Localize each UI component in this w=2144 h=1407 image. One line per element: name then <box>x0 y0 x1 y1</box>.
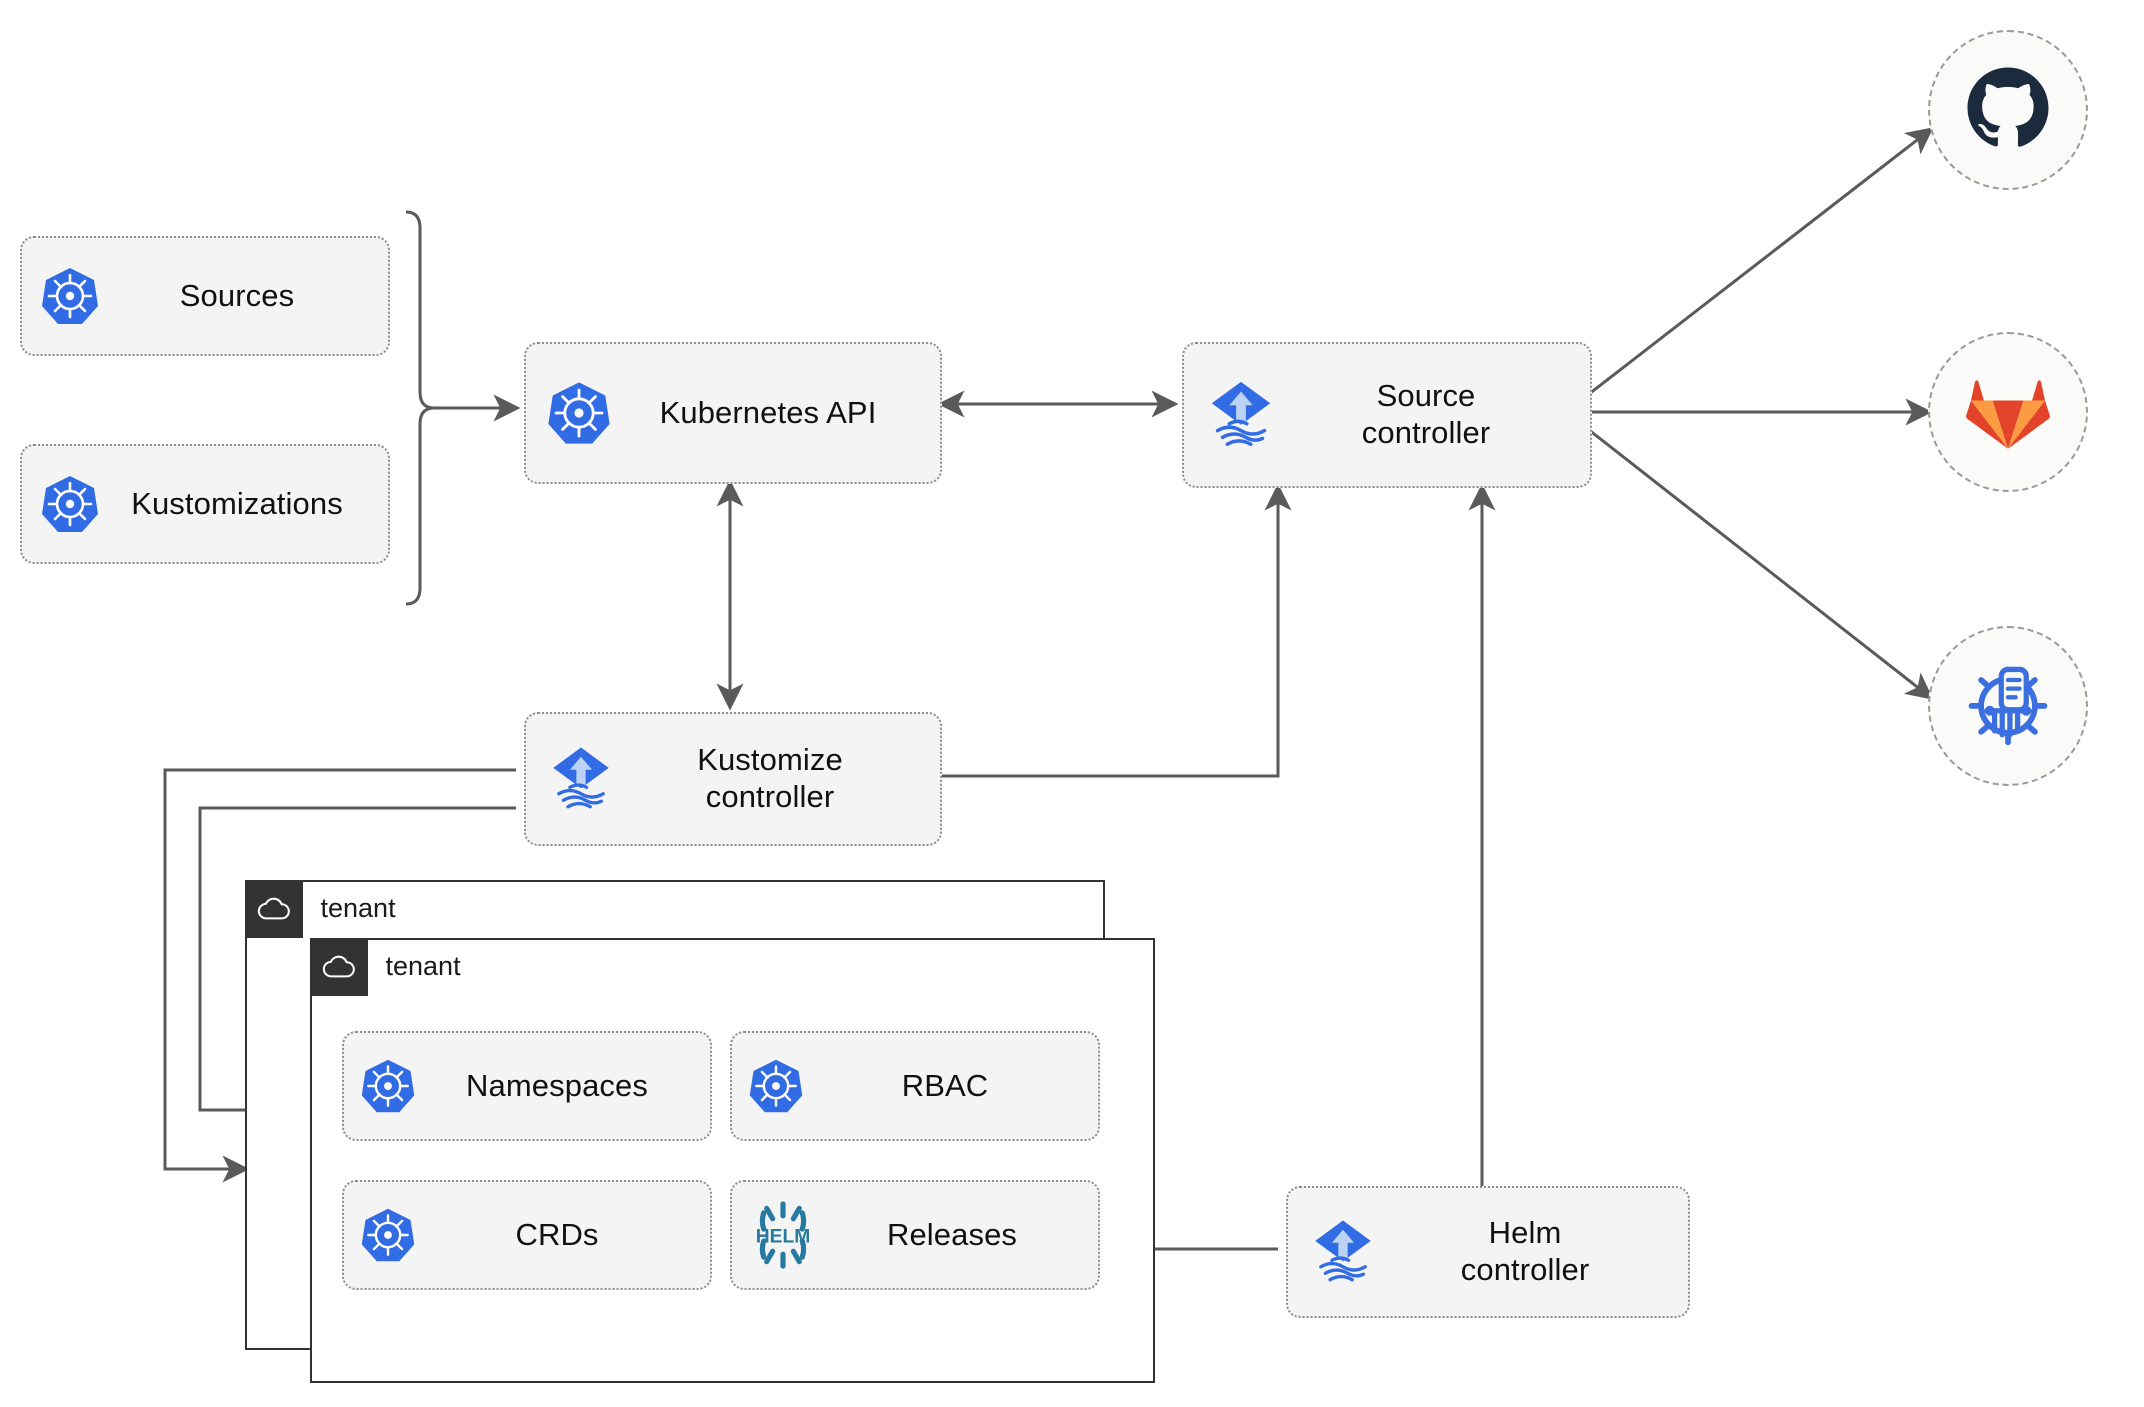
node-namespaces[interactable]: Namespaces <box>342 1031 712 1141</box>
edge-source-to-github <box>1588 127 1934 396</box>
tenant-header: tenant <box>244 879 396 938</box>
node-label: Kustomizations <box>131 485 343 521</box>
tenant-header: tenant <box>309 937 461 996</box>
flux-icon <box>1202 376 1280 454</box>
node-kustomize-controller[interactable]: Kustomize controller <box>524 712 942 846</box>
node-gitlab[interactable] <box>1928 332 2088 492</box>
node-label: Sources <box>179 277 295 313</box>
node-kubernetes-api[interactable]: Kubernetes API <box>524 342 942 484</box>
node-rbac[interactable]: RBAC <box>730 1031 1100 1141</box>
helm-wordmark: HELM <box>756 1226 811 1247</box>
node-helm-repository[interactable] <box>1928 626 2088 786</box>
node-crds[interactable]: CRDs <box>342 1180 712 1290</box>
node-releases[interactable]: HELM Releases <box>730 1180 1100 1290</box>
node-label: RBAC <box>901 1067 989 1103</box>
kubernetes-icon <box>746 1056 806 1116</box>
helm-icon: HELM <box>746 1198 820 1272</box>
node-label: Releases <box>886 1216 1018 1252</box>
helm-repository-icon <box>1960 656 2056 757</box>
node-label: Kustomize controller <box>697 742 843 814</box>
node-label: CRDs <box>515 1216 599 1252</box>
gitlab-icon <box>1965 369 2051 456</box>
tenant-label: tenant <box>320 893 396 923</box>
node-label: Kubernetes API <box>659 394 877 430</box>
node-label: Helm controller <box>1460 1215 1590 1287</box>
kubernetes-icon <box>358 1056 418 1116</box>
node-sources[interactable]: Sources <box>20 236 390 356</box>
flux-icon <box>544 742 618 816</box>
tenant-label: tenant <box>385 951 461 981</box>
node-helm-controller[interactable]: Helm controller <box>1286 1186 1690 1318</box>
kubernetes-icon <box>544 378 614 448</box>
group-brace <box>405 210 435 606</box>
node-label: Source controller <box>1361 378 1491 450</box>
node-source-controller[interactable]: Source controller <box>1182 342 1592 488</box>
cloud-icon <box>244 879 303 938</box>
edge-source-to-helm-repository <box>1588 428 1934 700</box>
flux-icon <box>1306 1215 1380 1289</box>
github-icon <box>1962 62 2054 159</box>
edge-kustomize-to-source-controller <box>942 483 1292 778</box>
kubernetes-icon <box>358 1205 418 1265</box>
node-github[interactable] <box>1928 30 2088 190</box>
cloud-icon <box>309 937 368 996</box>
tenant-front[interactable]: tenant <box>309 937 1155 1383</box>
kubernetes-icon <box>38 472 102 536</box>
node-label: Namespaces <box>466 1067 648 1103</box>
node-kustomizations[interactable]: Kustomizations <box>20 444 390 564</box>
kubernetes-icon <box>38 264 102 328</box>
